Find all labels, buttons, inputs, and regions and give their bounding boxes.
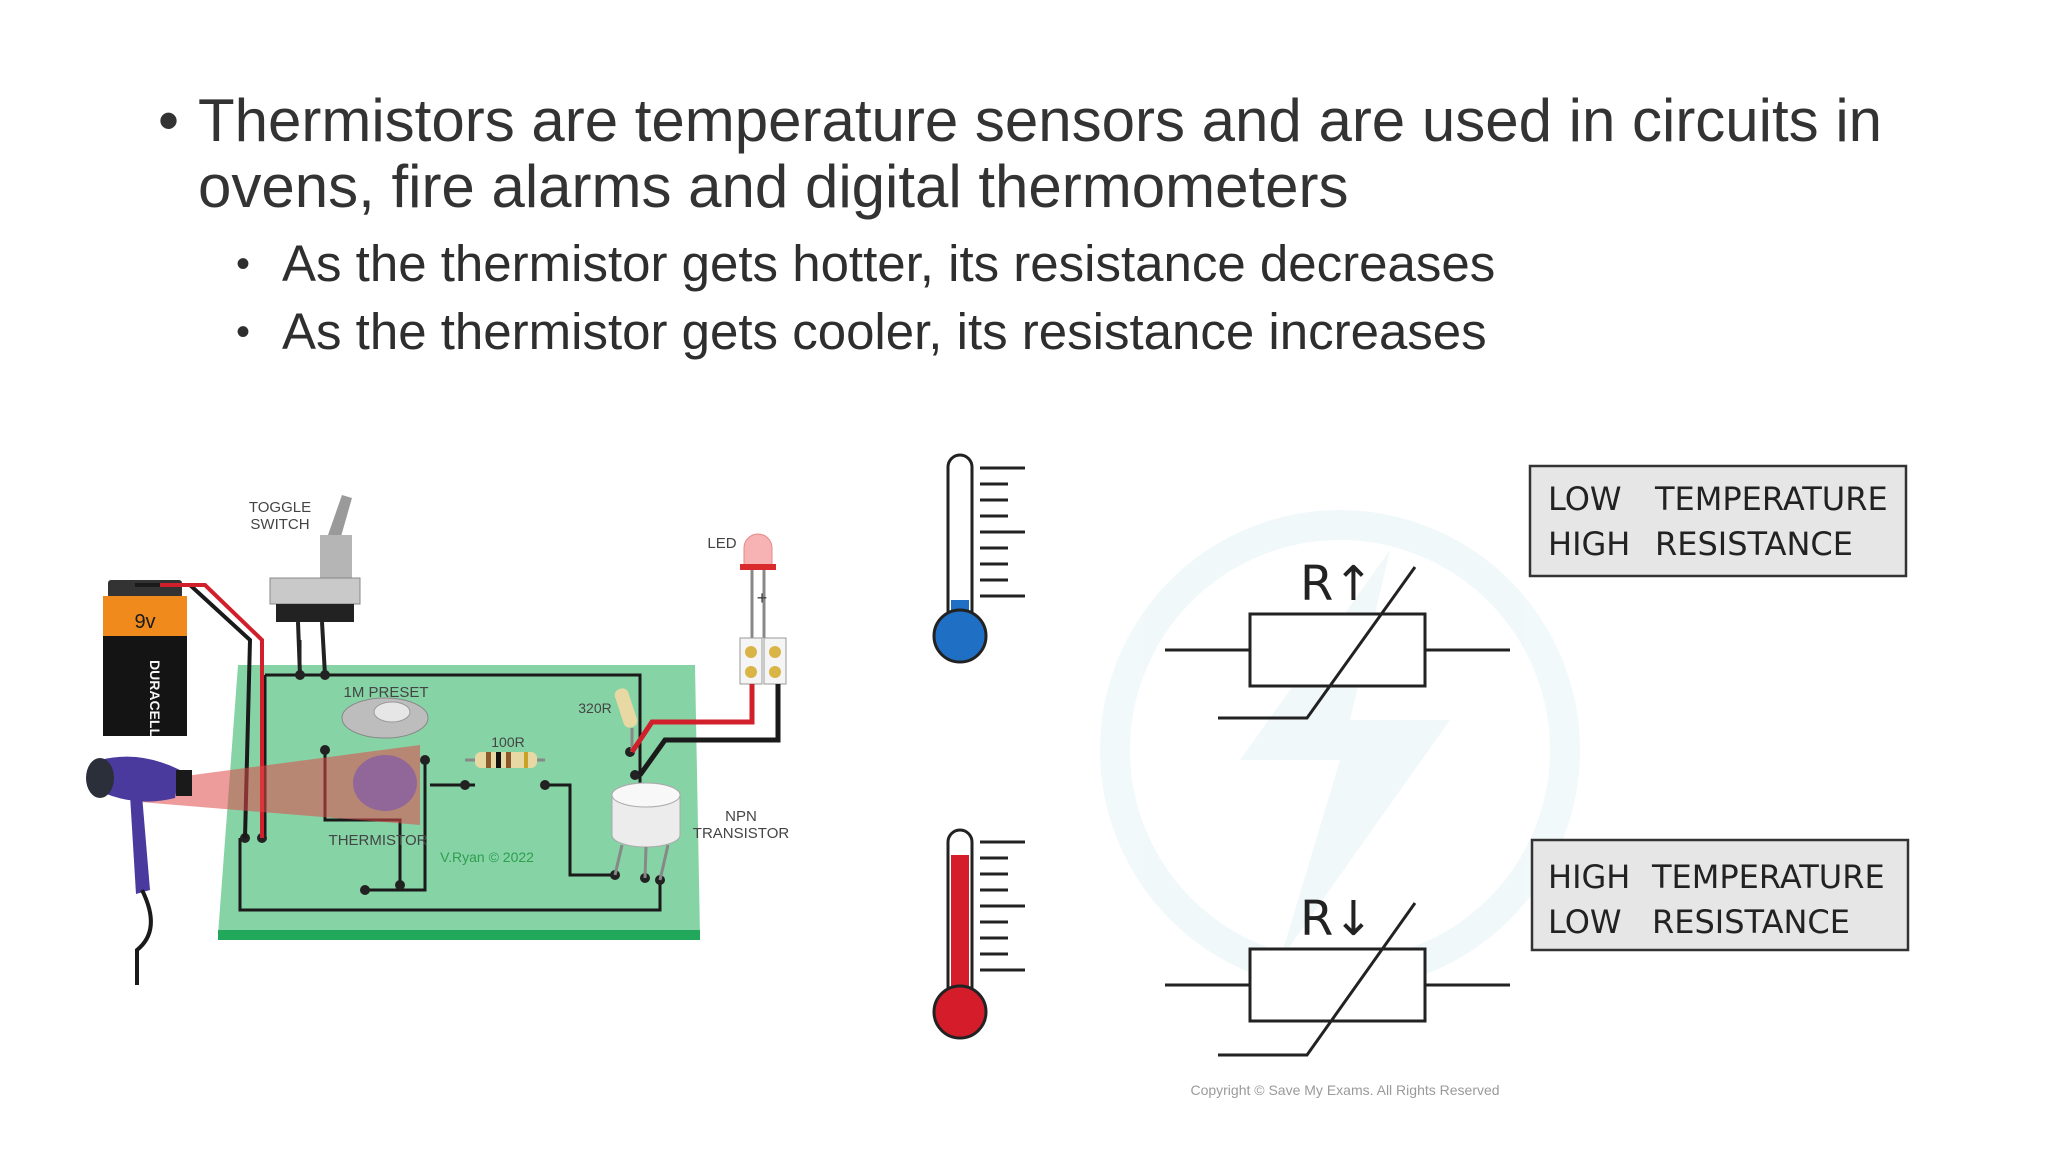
sub-bullet-cooler-text: As the thermistor gets cooler, its resis…	[282, 303, 1487, 360]
led-label: LED	[707, 535, 736, 552]
battery-red-lead	[160, 583, 264, 838]
thermistor-symbol-low-temp	[1165, 566, 1510, 720]
high-temp-line1-b: TEMPERATURE	[1651, 858, 1885, 896]
preset-label: 1M PRESET	[343, 684, 428, 701]
low-temp-line1-a: LOW	[1548, 480, 1622, 518]
thermometer-cold	[932, 453, 1025, 664]
toggle-switch-label-1: TOGGLE	[249, 499, 311, 516]
low-temp-line2-b: RESISTANCE	[1655, 525, 1853, 563]
toggle-switch	[269, 495, 361, 676]
main-bullet: • Thermistors are temperature sensors an…	[158, 88, 1978, 220]
info-box-low-temp: LOW TEMPERATURE HIGH RESISTANCE	[1528, 464, 1908, 578]
high-temp-line1-a: HIGH	[1548, 858, 1630, 896]
copyright-text: Copyright © Save My Exams. All Rights Re…	[1190, 1082, 1499, 1098]
resistor-320r-label: 320R	[578, 700, 611, 716]
led-red-wire	[629, 684, 755, 754]
credit-text: V.Ryan © 2022	[440, 849, 534, 865]
led	[739, 533, 787, 685]
battery-brand: DURACELL	[147, 660, 163, 737]
board-edge	[218, 930, 700, 940]
battery-voltage: 9v	[134, 611, 155, 633]
npn-transistor	[611, 782, 681, 881]
circuit-board	[218, 665, 700, 935]
main-bullet-text: Thermistors are temperature sensors and …	[198, 87, 1883, 220]
solder-pads	[240, 670, 665, 895]
resistor-100r-label: 100R	[491, 734, 524, 750]
sub-bullets: • As the thermistor gets hotter, its res…	[158, 230, 1978, 366]
toggle-switch-label-2: SWITCH	[250, 516, 309, 533]
sub-bullet-cooler: • As the thermistor gets cooler, its res…	[236, 298, 1978, 366]
thermistor-bead	[353, 755, 417, 811]
thermistor-symbol-high-temp	[1165, 902, 1510, 1057]
low-temp-line2-a: HIGH	[1548, 525, 1630, 563]
npn-label-1: NPN	[725, 808, 757, 825]
sub-bullet-hotter: • As the thermistor gets hotter, its res…	[236, 230, 1978, 298]
bullet-dot: •	[158, 87, 180, 154]
resistor-100r	[465, 752, 545, 768]
thermometer-hot	[932, 828, 1025, 1040]
bullet-dot: •	[236, 310, 251, 354]
battery: 9v DURACELL	[103, 580, 187, 737]
sub-bullet-hotter-text: As the thermistor gets hotter, its resis…	[282, 235, 1496, 292]
info-box-high-temp: HIGH TEMPERATURE LOW RESISTANCE	[1530, 838, 1910, 952]
high-temp-line2-b: RESISTANCE	[1652, 903, 1850, 941]
preset-resistor	[341, 697, 429, 739]
symbol-label-low-temp: R↑	[1300, 556, 1374, 612]
npn-label-2: TRANSISTOR	[693, 825, 790, 842]
led-black-wire	[637, 684, 781, 777]
circuit-illustration: 9v DURACELL TOGGLE SWITCH 1M PRESET	[86, 495, 789, 985]
bullet-dot: •	[236, 242, 251, 286]
symbol-label-high-temp: R↓	[1300, 891, 1374, 947]
led-plus-sign: +	[757, 588, 768, 608]
hair-dryer	[86, 756, 192, 985]
high-temp-line2-a: LOW	[1548, 903, 1622, 941]
heat-beam	[140, 745, 420, 825]
bullet-list: • Thermistors are temperature sensors an…	[158, 88, 1978, 366]
low-temp-line1-b: TEMPERATURE	[1654, 480, 1888, 518]
thermistor-label: THERMISTOR	[329, 832, 428, 849]
